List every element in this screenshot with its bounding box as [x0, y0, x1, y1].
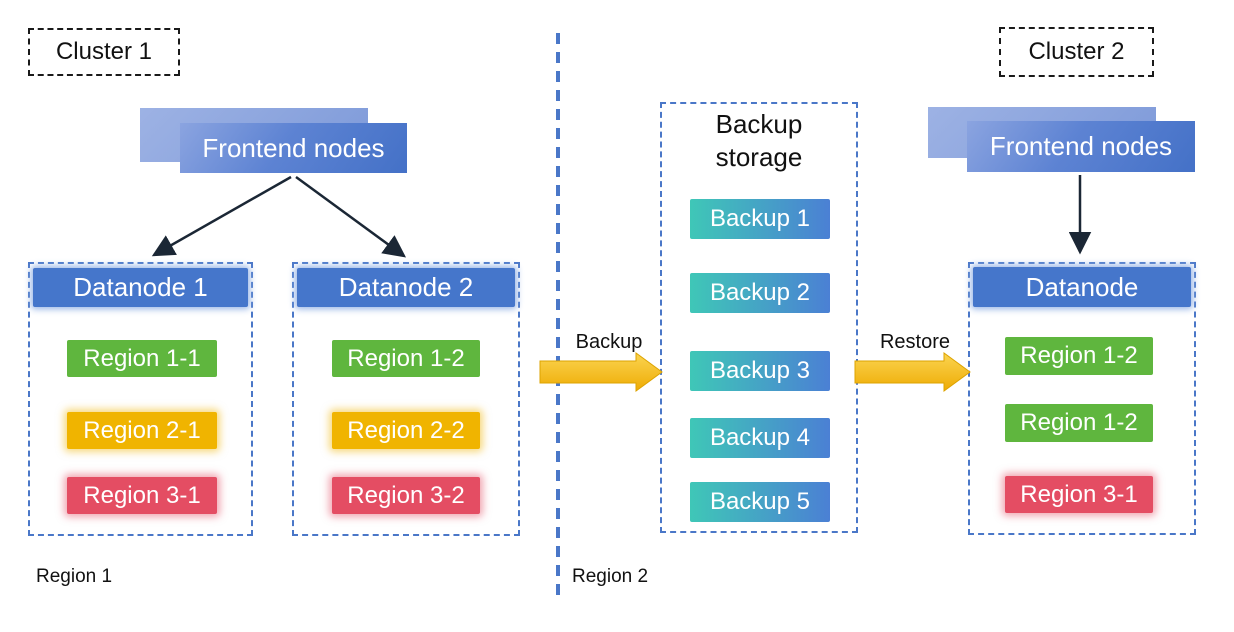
region-label: Region 1-2: [1020, 409, 1138, 436]
region2-zone-label: Region 2: [572, 566, 649, 587]
region-chip: Region 2-2: [332, 412, 480, 449]
backup-item: Backup 3: [690, 351, 830, 391]
frontend-to-datanode2-arrow: [295, 175, 407, 258]
cluster2-datanode-title: Datanode: [1025, 271, 1139, 302]
backup-item-label: Backup 2: [709, 279, 811, 306]
cluster1-frontend-label: Frontend nodes: [202, 132, 385, 163]
region-chip: Region 1-2: [332, 340, 480, 377]
cluster2-datanode-header: Datanode: [973, 267, 1191, 307]
backup-storage-title: Backup storage: [715, 109, 803, 172]
backup-item-label: Backup 5: [709, 488, 811, 515]
datanode1-header: Datanode 1: [33, 268, 248, 307]
region-label: Region 2-2: [347, 416, 465, 444]
datanode2-header: Datanode 2: [297, 268, 515, 307]
region-chip: Region 3-1: [1005, 476, 1153, 513]
backup-item-label: Backup 1: [709, 205, 811, 232]
backup-item-label: Backup 3: [709, 357, 811, 384]
cluster2-label: Cluster 2: [1028, 38, 1125, 65]
cluster2-frontend-label: Frontend nodes: [989, 131, 1173, 161]
region-chip: Region 1-2: [1005, 404, 1153, 442]
backup-flow-label: Backup: [575, 331, 643, 353]
region-label: Region 3-1: [1020, 480, 1138, 508]
restore-flow-label: Restore: [879, 331, 951, 353]
region-chip: Region 2-1: [67, 412, 217, 449]
region-chip: Region 1-1: [67, 340, 217, 377]
backup-item-label: Backup 4: [709, 424, 811, 451]
backup-item: Backup 4: [690, 418, 830, 458]
datanode2-title: Datanode 2: [338, 272, 474, 302]
cluster1-label: Cluster 1: [55, 38, 153, 65]
backup-storage-container: [660, 102, 858, 533]
cluster1-label-box: Cluster 1: [28, 28, 180, 76]
region-label: Region 3-1: [83, 481, 201, 509]
frontend-to-datanode1-arrow: [151, 175, 292, 257]
region-label: Region 1-2: [347, 344, 465, 372]
region1-zone-label: Region 1: [36, 566, 113, 587]
backup-item: Backup 1: [690, 199, 830, 239]
cluster2-frontend-node: Frontend nodes: [967, 121, 1195, 172]
region-chip: Region 3-2: [332, 477, 480, 514]
region-chip: Region 1-2: [1005, 337, 1153, 375]
region-label: Region 3-2: [347, 481, 465, 509]
region-chip: Region 3-1: [67, 477, 217, 514]
cluster2-label-box: Cluster 2: [999, 27, 1154, 77]
restore-flow-arrow-icon: [854, 352, 971, 392]
region-label: Region 2-1: [83, 416, 201, 444]
datanode1-title: Datanode 1: [73, 272, 208, 302]
region-label: Region 1-1: [83, 344, 201, 372]
region-label: Region 1-2: [1020, 342, 1138, 369]
backup-flow-arrow-icon: [539, 352, 663, 392]
cluster1-frontend-node: Frontend nodes: [180, 123, 407, 173]
backup-item: Backup 5: [690, 482, 830, 522]
backup-item: Backup 2: [690, 273, 830, 313]
